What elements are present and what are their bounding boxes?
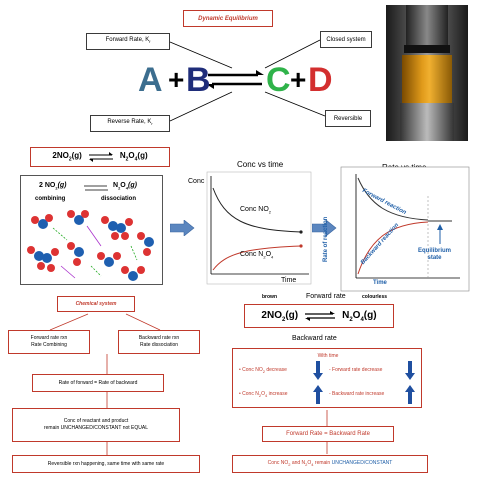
molecule-left-formula: 2 NO2(g) [39,182,67,191]
species-d: D [308,61,333,99]
dynamic-equilibrium-title-text: Dynamic Equilibrium [198,15,258,22]
forward-rate-box: Forward Rate, Kf [86,33,170,50]
n2o4-molecule [101,216,133,240]
closed-system-box: Closed system [320,31,372,48]
chemical-system-label: Chemical system [75,300,117,307]
no2-molecule [67,242,84,266]
chemical-system-box: Chemical system [57,296,135,312]
eq-forward-head [256,70,264,75]
reaction-right: N2O4(g) [119,151,148,163]
backward-increase-label: - Backward rate increase [329,391,385,397]
combining-label: combining [35,196,66,202]
up-arrow-icon [313,385,323,404]
colourless-label: colourless [362,294,388,300]
n2o4-curve-label: Conc N2O4 [240,251,274,260]
reverse-rate-label: Reverse Rate, Kr [107,119,153,127]
reversible-connector [264,91,326,117]
molecule-panel: 2 NO2(g) N2O4(g) combining dissociation [20,175,163,285]
forward-decrease-label: - Forward rate decrease [329,367,383,373]
no2-curve-label: Conc NO2 [240,206,272,215]
species-c: C [266,61,291,99]
no2-curve [212,187,302,233]
blue-arrow-1 [170,220,195,236]
conc-chart-xlabel: Time [281,277,297,284]
right-reaction-left: 2NO2(g) [261,309,299,323]
n2o4-curve [212,245,302,271]
molecule-eq-arrows [84,185,108,191]
blue-arrow-2 [312,220,337,236]
forward-connector [169,41,233,69]
rate-equal-box: Rate of forward = Rate of backward [32,374,164,392]
rate-chart [340,166,470,292]
up-arrow-icon [405,385,415,404]
plus-sign-left: + [168,64,185,95]
final-conc-text: Conc NO2 and N2O4 remain UNCHANGED/CONST… [267,460,393,467]
molecule-right-formula: N2O4(g) [113,182,137,191]
molecule-drawing [27,210,154,281]
conc-chart [206,171,312,285]
forward-rate-label: Forward Rate, Kf [105,37,151,45]
no2-molecule [31,214,53,229]
no2-molecule [67,210,89,225]
right-reaction-box: 2NO2(g) N2O4(g) [244,304,394,328]
backward-rate-arrow-label: Backward rate [292,335,337,342]
rate-chart-ylabel: Rate of reaction [323,216,329,262]
down-arrow-icon [313,361,323,380]
n2o4-molecule [27,246,59,272]
forward-equals-backward-box: Forward Rate = Backward Rate [262,426,394,442]
no2-molecule [137,232,154,256]
dissociation-label: dissociation [101,196,137,202]
reverse-connector [169,91,233,122]
right-reaction-right: N2O4(g) [342,309,377,323]
n2o4-end-dot [299,244,303,248]
reaction-eq-arrows [88,152,113,162]
no2-decrease-label: • Conc NO2 decrease [239,367,287,374]
conc-chart-title: Conc vs time [237,160,284,169]
closed-connector [264,39,321,69]
closed-system-label: Closed system [326,36,366,43]
left-flow-connectors [49,313,161,455]
dynamic-equilibrium-title: Dynamic Equilibrium [183,10,273,27]
backward-rate-curve [357,221,429,275]
syringe-plunger [406,5,448,45]
conc-chart-ylabel: Conc [188,178,205,185]
reaction-left: 2NO2(g) [52,151,82,163]
plus-sign-right: + [290,64,307,95]
syringe-gas-brown [402,55,452,103]
down-arrow-icon [405,361,415,380]
syringe-photo [386,5,468,141]
eq-reverse-head [206,84,214,89]
brown-label: brown [262,294,277,300]
right-eq-arrows [305,311,336,321]
reaction-label-box: 2NO2(g) N2O4(g) [30,147,170,167]
reverse-rate-box: Reverse Rate, Kr [90,115,170,132]
forward-rate-curve [357,177,429,221]
no2-end-dot [299,230,303,234]
reversible-rxn-box: Reversible rxn happening, same time with… [12,455,200,473]
forward-rate-arrow-label: Forward rate [306,293,346,300]
top-connectors [169,39,326,122]
syringe-base [400,103,454,141]
reversible-label: Reversible [333,115,363,122]
equilibrium-pointer-head [437,224,443,230]
final-conc-box: Conc NO2 and N2O4 remain UNCHANGED/CONST… [232,455,428,473]
species-b: B [186,61,211,99]
with-time-box: With time • Conc NO2 decrease - Forward … [232,348,422,408]
no2-molecule [97,252,121,267]
with-time-label: With time [317,353,339,359]
no2-molecule [121,266,145,281]
species-a: A [138,61,163,99]
syringe-seal [404,45,450,53]
reversible-box: Reversible [325,110,371,127]
rate-chart-xlabel: Time [373,280,387,286]
n2o4-increase-label: • Conc N2O4 increase [239,391,288,398]
